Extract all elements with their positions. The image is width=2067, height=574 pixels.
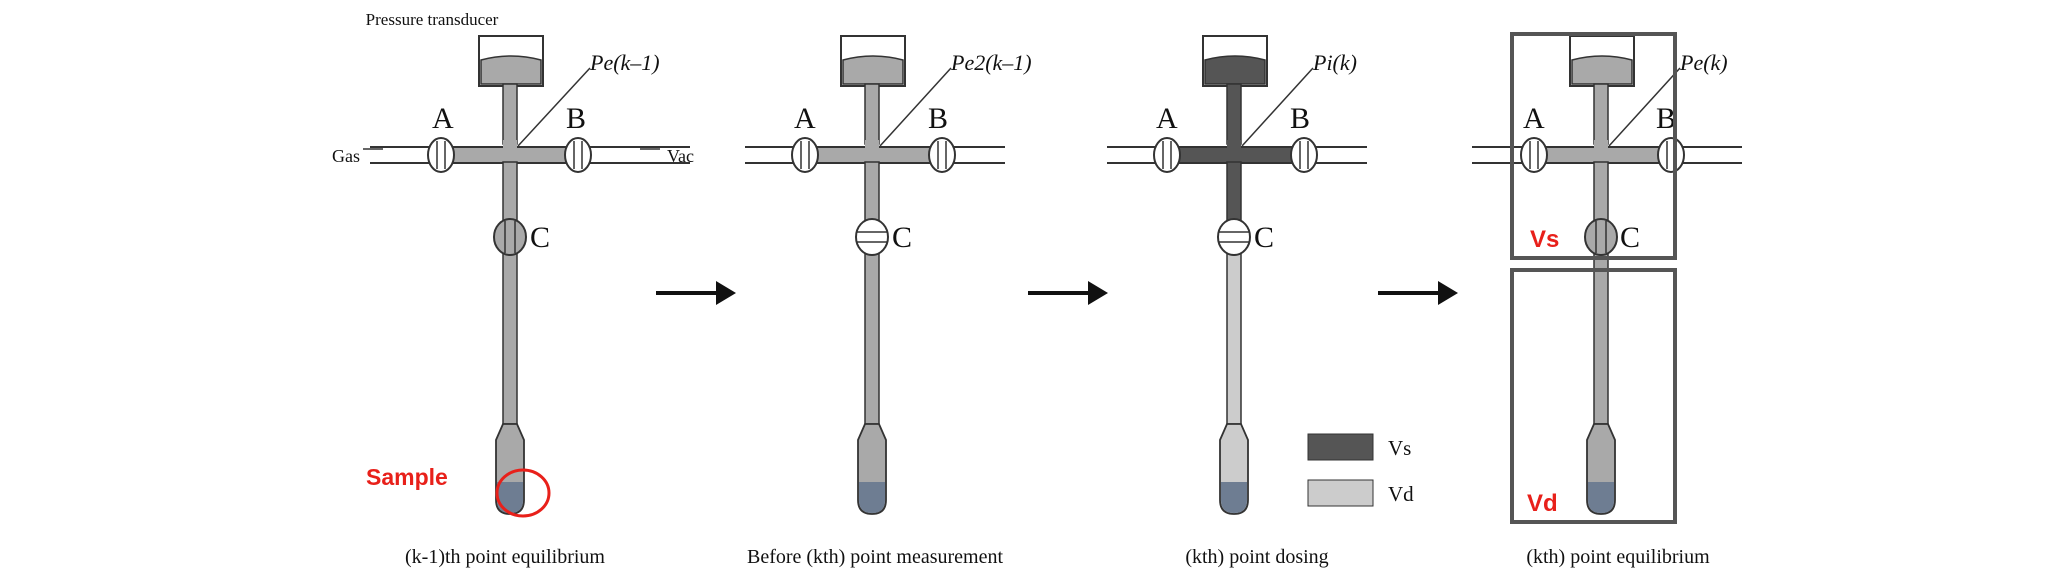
- panel-4: A B Pe(k) C Vs Vd (kth) point equilibriu…: [1472, 32, 1742, 568]
- legend-swatch-vd: [1307, 479, 1374, 507]
- panel-2: A B Pe2(k–1) C Before (kth) point measur…: [745, 35, 1032, 568]
- vac-label: Vac: [667, 146, 694, 166]
- pressure-label: Pi(k): [1312, 50, 1357, 75]
- upper-stem: [502, 83, 518, 145]
- valve-a: [427, 137, 455, 173]
- transducer-fill: [1571, 55, 1633, 85]
- pressure-transducer-label: Pressure transducer: [366, 10, 499, 29]
- vd-volume-box: [1510, 268, 1677, 524]
- lower-stem: [502, 161, 518, 425]
- caption-1: (k-1)th point equilibrium: [405, 546, 605, 568]
- valve-c: [493, 218, 527, 256]
- sample-powder: [497, 482, 523, 513]
- pressure-label: Pe2(k–1): [950, 50, 1032, 75]
- panel-1: Pressure transducer Gas Vac A B Pe(k–1: [332, 10, 694, 568]
- pressure-label: Pe(k): [1679, 50, 1728, 75]
- valve-c-label: C: [892, 221, 912, 254]
- legend: Vs Vd: [1307, 433, 1414, 507]
- upper-stem: [1226, 83, 1242, 145]
- valve-a-label: A: [1523, 102, 1545, 135]
- valve-b: [928, 137, 956, 173]
- pressure-pointer: [879, 67, 952, 147]
- valve-a-label: A: [1156, 102, 1178, 135]
- upper-stem: [1593, 83, 1609, 145]
- gas-label: Gas: [332, 146, 360, 166]
- pressure-pointer: [1608, 67, 1681, 147]
- valve-a: [1520, 137, 1548, 173]
- legend-label-vd: Vd: [1388, 482, 1414, 506]
- panel-3: A B Pi(k) C Vs Vd (kth) point dosing: [1107, 35, 1414, 568]
- legend-label-vs: Vs: [1388, 436, 1411, 460]
- caption-4: (kth) point equilibrium: [1526, 546, 1710, 568]
- transducer-fill: [842, 55, 904, 85]
- valve-b-label: B: [566, 102, 586, 135]
- pressure-pointer: [517, 67, 591, 147]
- arrow-2: [1028, 281, 1108, 305]
- valve-b-label: B: [928, 102, 948, 135]
- valve-b-label: B: [1656, 102, 1676, 135]
- lower-stem: [864, 161, 880, 425]
- sample-powder: [859, 482, 885, 513]
- valve-b: [1290, 137, 1318, 173]
- caption-2: Before (kth) point measurement: [747, 546, 1003, 568]
- valve-c: [1217, 218, 1251, 256]
- vs-volume-box: [1510, 32, 1677, 260]
- pressure-pointer: [1241, 67, 1314, 147]
- valve-b: [1657, 137, 1685, 173]
- sample-label: Sample: [366, 464, 448, 490]
- valve-c-label: C: [1620, 221, 1640, 254]
- vd-box-label: Vd: [1527, 490, 1558, 517]
- sample-highlight-circle: [495, 468, 551, 518]
- vs-box-label: Vs: [1530, 226, 1559, 253]
- valve-a: [791, 137, 819, 173]
- pressure-label: Pe(k–1): [589, 50, 660, 75]
- valve-c-label: C: [1254, 221, 1274, 254]
- upper-stem: [864, 83, 880, 145]
- valve-c: [855, 218, 889, 256]
- valve-a-label: A: [432, 102, 454, 135]
- lower-stem: [1593, 161, 1609, 425]
- valve-a: [1153, 137, 1181, 173]
- upper-lower-stem: [1226, 161, 1242, 223]
- sample-powder: [1588, 482, 1614, 513]
- transducer-fill: [480, 55, 542, 85]
- valve-c: [1584, 218, 1618, 256]
- arrow-1: [656, 281, 736, 305]
- valve-b: [564, 137, 592, 173]
- caption-3: (kth) point dosing: [1185, 546, 1328, 568]
- valve-a-label: A: [794, 102, 816, 135]
- valve-c-label: C: [530, 221, 550, 254]
- arrow-3: [1378, 281, 1458, 305]
- transducer-fill: [1204, 55, 1266, 85]
- valve-b-label: B: [1290, 102, 1310, 135]
- legend-swatch-vs: [1307, 433, 1374, 461]
- sample-powder: [1221, 482, 1247, 513]
